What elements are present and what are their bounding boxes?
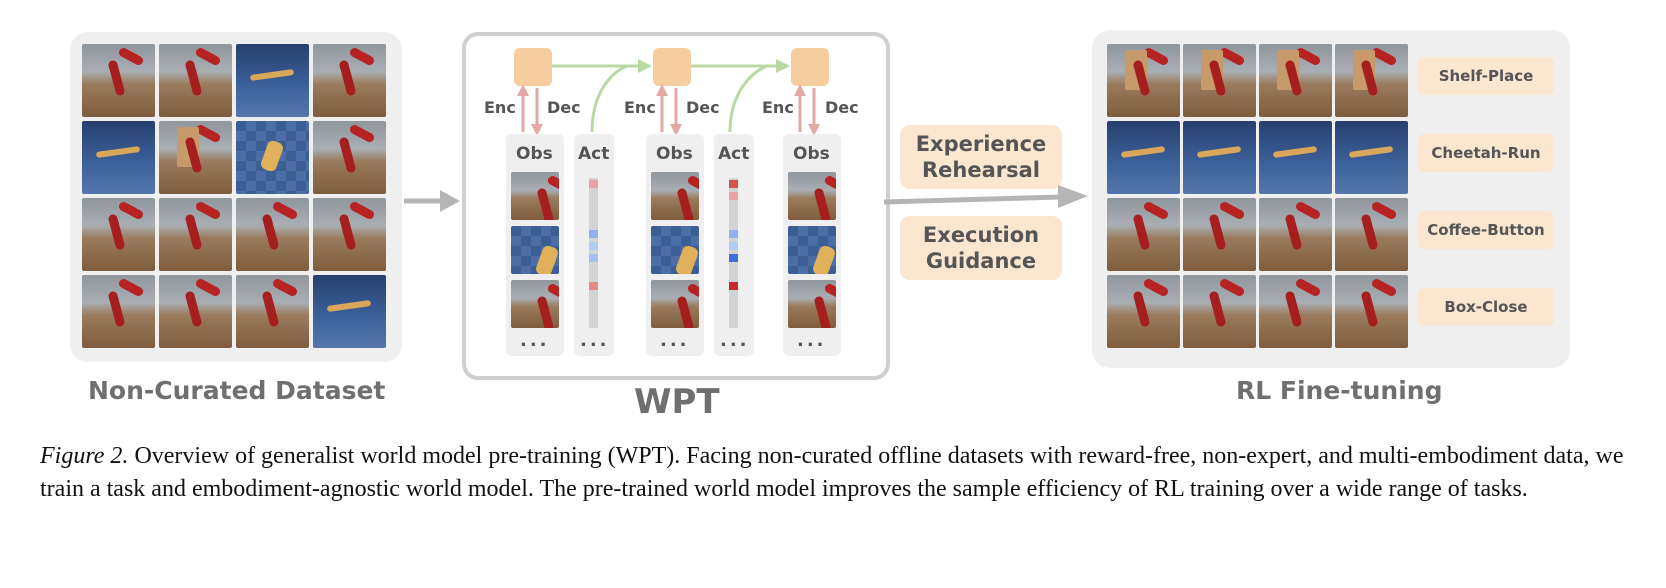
- experience-line2: Rehearsal: [921, 158, 1040, 182]
- dataset-thumb: [236, 44, 309, 117]
- dec-label: Dec: [547, 98, 581, 117]
- arrow-dataset-to-wpt: [404, 190, 460, 212]
- obs-thumb: [511, 172, 559, 220]
- task-tag-shelf-place: Shelf-Place: [1418, 57, 1554, 95]
- act-ellipsis: ...: [720, 330, 750, 351]
- dec-label: Dec: [686, 98, 720, 117]
- obs-ellipsis: ...: [520, 330, 550, 351]
- obs-thumb: [511, 280, 559, 328]
- enc-label: Enc: [484, 98, 516, 117]
- execution-line2: Guidance: [925, 249, 1037, 273]
- act-header: Act: [718, 144, 750, 164]
- task-thumb: [1183, 198, 1256, 271]
- obs-header: Obs: [793, 144, 830, 164]
- dataset-thumb: [82, 44, 155, 117]
- action-bar: [589, 178, 598, 328]
- wpt-label: WPT: [634, 382, 720, 422]
- task-thumb: [1107, 121, 1180, 194]
- task-thumb: [1183, 44, 1256, 117]
- act-header: Act: [578, 144, 610, 164]
- action-bar: [729, 178, 738, 328]
- dataset-thumb: [236, 198, 309, 271]
- task-thumb: [1107, 44, 1180, 117]
- obs-thumb: [788, 226, 836, 274]
- dataset-thumb: [236, 121, 309, 194]
- task-thumb: [1183, 121, 1256, 194]
- task-tag-box-close: Box-Close: [1418, 288, 1554, 326]
- task-thumb: [1259, 121, 1332, 194]
- task-thumb: [1335, 198, 1408, 271]
- wpt-arrows: [517, 59, 820, 136]
- task-thumb: [1107, 198, 1180, 271]
- dataset-thumb: [313, 44, 386, 117]
- figure-number: Figure 2.: [40, 443, 129, 469]
- obs-thumb: [788, 280, 836, 328]
- dataset-thumb: [159, 44, 232, 117]
- dataset-thumb: [159, 121, 232, 194]
- caption-text: Overview of generalist world model pre-t…: [40, 443, 1624, 502]
- enc-label: Enc: [762, 98, 794, 117]
- dataset-thumb: [313, 121, 386, 194]
- task-thumb: [1259, 44, 1332, 117]
- arrow-wpt-to-rl: [883, 185, 1088, 208]
- latent-node: [653, 48, 691, 86]
- dataset-thumb: [313, 275, 386, 348]
- figure-caption: Figure 2. Overview of generalist world m…: [40, 440, 1630, 506]
- act-ellipsis: ...: [580, 330, 610, 351]
- dataset-thumb: [159, 275, 232, 348]
- dataset-thumb: [236, 275, 309, 348]
- rl-label: RL Fine-tuning: [1236, 376, 1443, 405]
- obs-header: Obs: [656, 144, 693, 164]
- dataset-label: Non-Curated Dataset: [88, 376, 386, 405]
- dataset-thumb: [159, 198, 232, 271]
- latent-node: [791, 48, 829, 86]
- obs-ellipsis: ...: [797, 330, 827, 351]
- obs-header: Obs: [516, 144, 553, 164]
- task-thumb: [1259, 198, 1332, 271]
- dataset-thumb: [82, 275, 155, 348]
- task-tag-cheetah-run: Cheetah-Run: [1418, 134, 1554, 172]
- dataset-panel: [70, 32, 402, 362]
- dataset-thumb: [82, 121, 155, 194]
- obs-thumb: [651, 280, 699, 328]
- obs-ellipsis: ...: [660, 330, 690, 351]
- dec-label: Dec: [825, 98, 859, 117]
- obs-thumb: [651, 226, 699, 274]
- execution-line1: Execution: [922, 223, 1040, 247]
- task-thumb: [1183, 275, 1256, 348]
- obs-thumb: [511, 226, 559, 274]
- obs-thumb: [788, 172, 836, 220]
- task-thumb: [1335, 44, 1408, 117]
- task-thumb: [1335, 275, 1408, 348]
- task-tag-coffee-button: Coffee-Button: [1418, 211, 1554, 249]
- task-thumb: [1107, 275, 1180, 348]
- dataset-thumb: [82, 198, 155, 271]
- enc-label: Enc: [624, 98, 656, 117]
- task-thumb: [1335, 121, 1408, 194]
- dataset-thumb: [313, 198, 386, 271]
- task-thumb: [1259, 275, 1332, 348]
- latent-node: [514, 48, 552, 86]
- experience-line1: Experience: [915, 132, 1047, 156]
- obs-thumb: [651, 172, 699, 220]
